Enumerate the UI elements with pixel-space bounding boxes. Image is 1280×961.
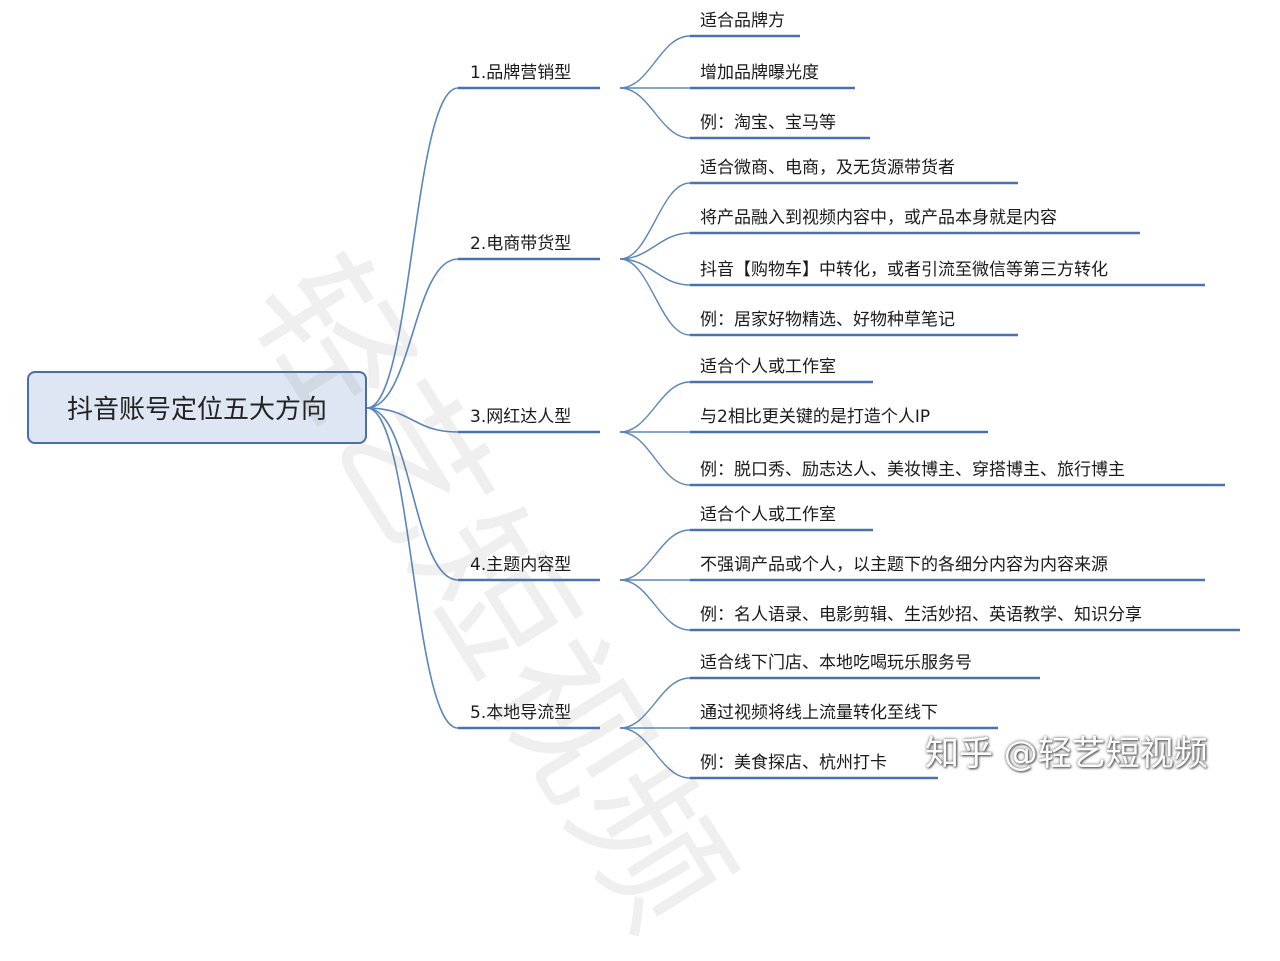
branch-label: 1.品牌营销型 <box>470 63 572 83</box>
leaf-label: 适合线下门店、本地吃喝玩乐服务号 <box>700 653 972 673</box>
root-connector <box>366 407 459 433</box>
leaf-label: 例：美食探店、杭州打卡 <box>700 753 887 773</box>
branch-label: 2.电商带货型 <box>470 234 572 254</box>
leaf-label: 例：名人语录、电影剪辑、生活妙招、英语教学、知识分享 <box>700 605 1142 625</box>
leaf-label: 抖音【购物车】中转化，或者引流至微信等第三方转化 <box>700 260 1108 280</box>
leaf-connector <box>619 529 691 581</box>
leaf-label: 适合个人或工作室 <box>700 505 836 525</box>
leaf-label: 例：居家好物精选、好物种草笔记 <box>700 310 955 330</box>
leaf-connector <box>619 232 691 260</box>
leaf-label: 不强调产品或个人，以主题下的各细分内容为内容来源 <box>700 555 1108 575</box>
leaf-label: 将产品融入到视频内容中，或产品本身就是内容 <box>700 208 1057 228</box>
leaf-connector <box>619 677 691 729</box>
root-node: 抖音账号定位五大方向 <box>27 371 367 444</box>
leaf-label: 适合个人或工作室 <box>700 357 836 377</box>
leaf-connector <box>619 381 691 433</box>
leaf-connector <box>619 431 691 486</box>
leaf-connector <box>619 182 691 260</box>
leaf-label: 例：淘宝、宝马等 <box>700 113 836 133</box>
mind-map: 抖音账号定位五大方向 1.品牌营销型 适合品牌方增加品牌曝光度例：淘宝、宝马等 2.… <box>27 11 1240 780</box>
branch-label: 4.主题内容型 <box>470 555 572 575</box>
leaf-label: 适合微商、电商，及无货源带货者 <box>700 158 955 178</box>
branch-label: 3.网红达人型 <box>470 407 572 427</box>
connector-lines <box>366 34 1240 780</box>
leaf-connector <box>619 87 691 139</box>
leaf-label: 增加品牌曝光度 <box>700 63 819 83</box>
leaf-connector <box>619 727 691 779</box>
leaf-label: 与2相比更关键的是打造个人IP <box>700 407 931 427</box>
leaf-connector <box>619 579 691 631</box>
leaf-connector <box>619 35 691 89</box>
leaf-connector <box>619 258 691 336</box>
leaf-label: 适合品牌方 <box>700 11 785 31</box>
author-credit: 知乎 @轻艺短视频 <box>925 734 1208 774</box>
leaf-label: 例：脱口秀、励志达人、美妆博主、穿搭博主、旅行博主 <box>700 460 1125 480</box>
leaf-connector <box>619 258 691 286</box>
root-connector <box>366 87 459 409</box>
root-connector <box>366 407 459 581</box>
root-connector <box>366 407 459 729</box>
leaf-label: 通过视频将线上流量转化至线下 <box>700 703 938 723</box>
branch-label: 5.本地导流型 <box>470 703 572 723</box>
root-connector <box>366 258 459 409</box>
